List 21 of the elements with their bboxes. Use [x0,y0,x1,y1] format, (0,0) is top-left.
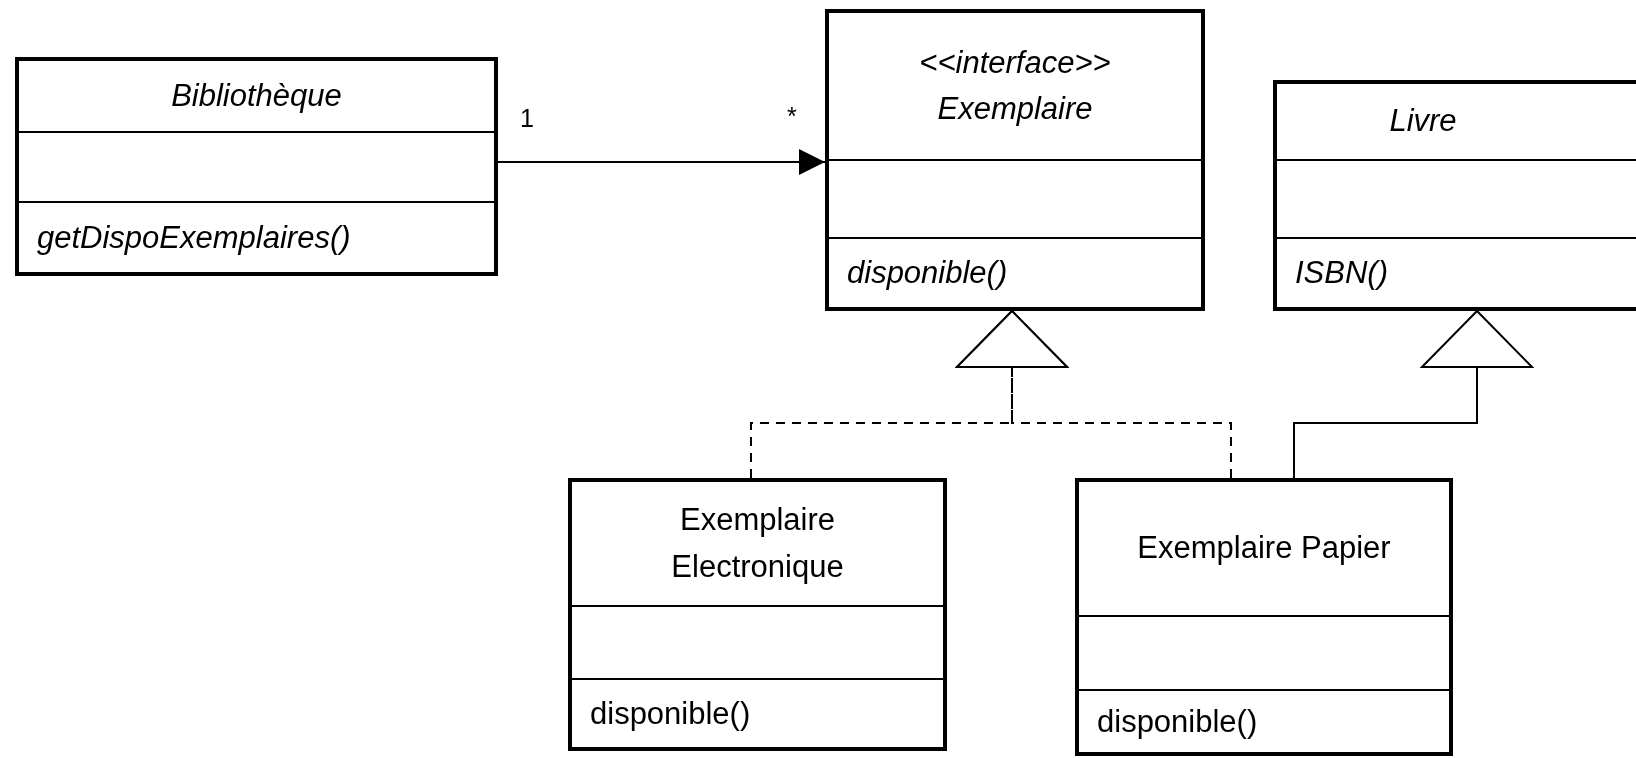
class-box [1075,478,1453,756]
dashed-arrow [956,310,1232,479]
operation-name: ISBN() [1295,254,1388,293]
class-name: Bibliothèque [170,76,343,115]
class-box [15,57,498,276]
multiplicity-label: * [787,102,797,131]
operation-name: disponible() [1097,702,1258,741]
arrow [497,149,826,175]
class-box [568,478,947,751]
class-name: Exemplaire Papier [1136,529,1392,568]
class-name: Exemplaire Electronique [670,501,845,586]
class-name: Exemplaire [936,90,1094,128]
operation-name: disponible() [590,694,751,733]
class-name: Livre [1388,102,1458,141]
multiplicity-label: 1 [520,104,534,133]
operation-name: getDispoExemplaires() [37,218,351,257]
class-box [1273,80,1636,311]
class-box [825,9,1205,311]
operation-name: disponible() [847,254,1008,293]
arrow [1293,310,1533,479]
stereotype-label: <<interface>> [918,43,1112,82]
